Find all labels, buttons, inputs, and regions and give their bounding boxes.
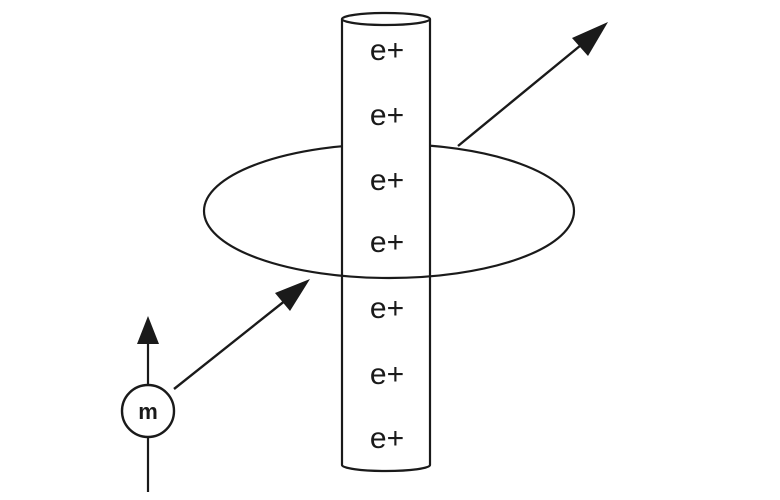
incoming-arrow-head [275, 279, 310, 311]
charge-label: e+ [370, 164, 404, 197]
ring-front-arc [202, 210, 576, 280]
cylinder-body [342, 19, 430, 465]
particle-label: m [138, 399, 158, 424]
charge-label: e+ [370, 99, 404, 132]
cylinder-top [340, 11, 432, 27]
outgoing-arrow-head [572, 22, 608, 56]
cylinder-bottom [340, 464, 432, 473]
charge-label: e+ [370, 358, 404, 391]
particle-circle [120, 383, 176, 439]
charge-label: e+ [370, 34, 404, 67]
spin-arrow-icon [137, 316, 159, 344]
charge-label: e+ [370, 292, 404, 325]
charge-label: e+ [370, 226, 404, 259]
outgoing-arrow-shaft [457, 35, 593, 147]
incoming-arrow-shaft [173, 291, 297, 390]
charge-label: e+ [370, 422, 404, 455]
